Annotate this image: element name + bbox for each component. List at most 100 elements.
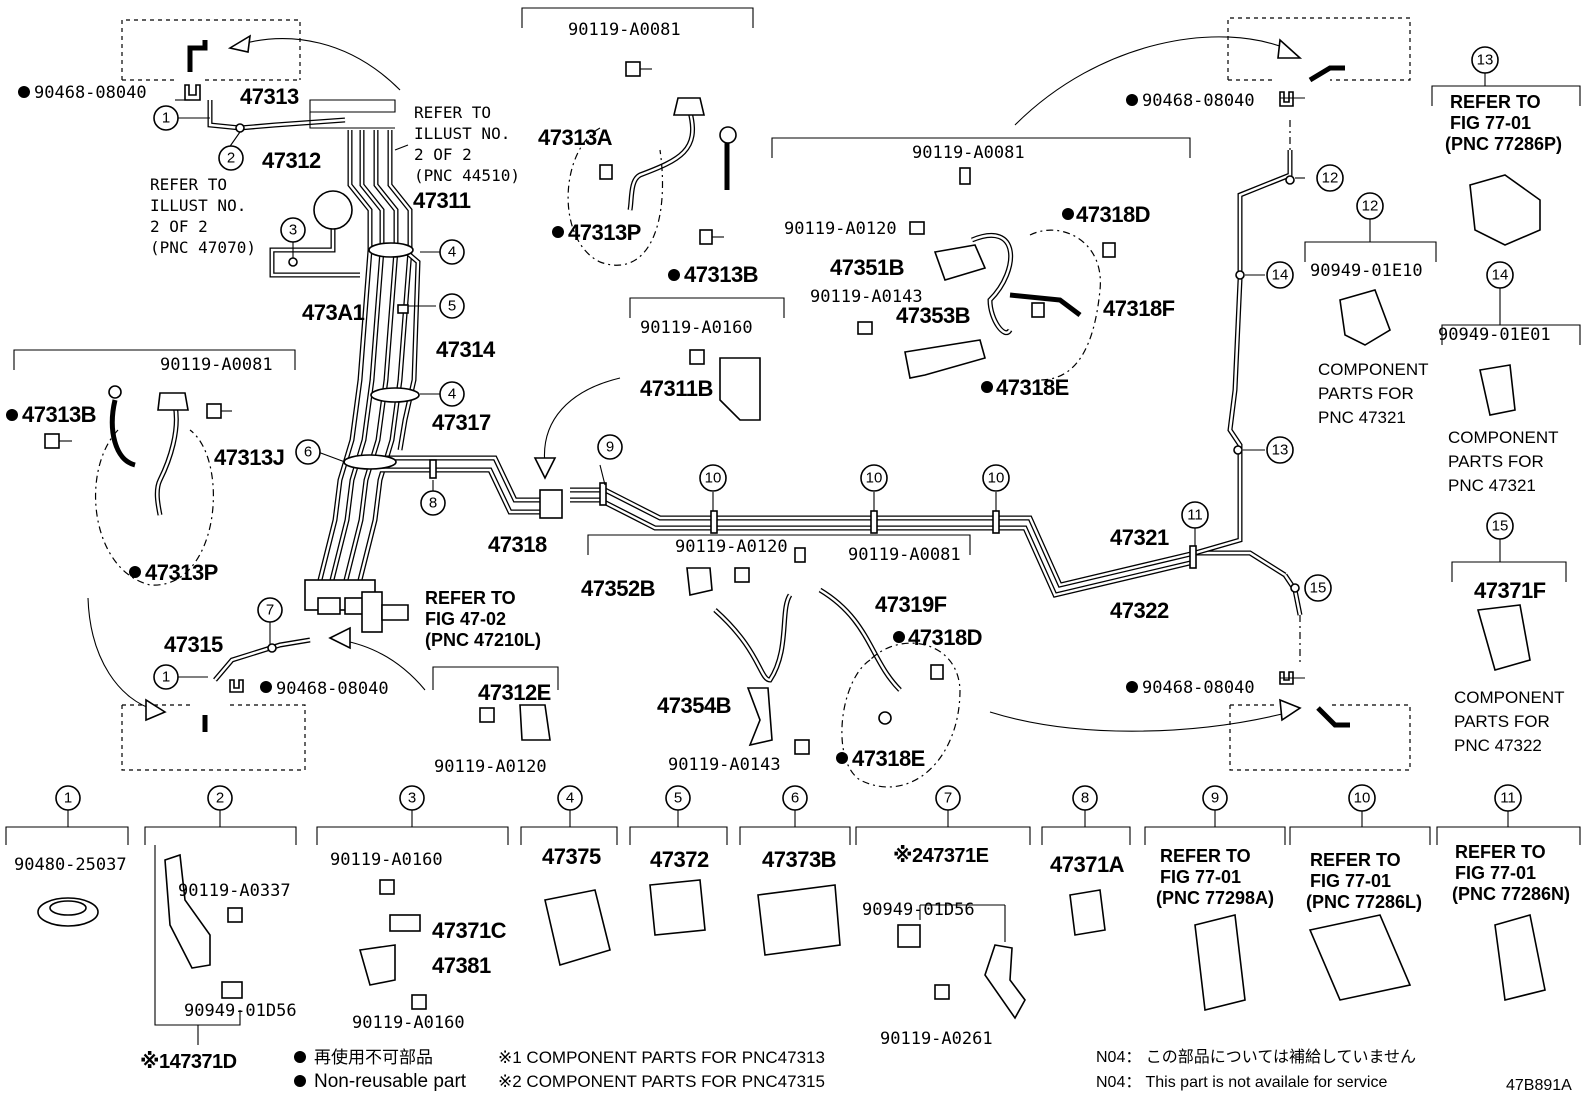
svg-text:90119-A0160: 90119-A0160 xyxy=(352,1013,465,1033)
bracket-47354b-icon xyxy=(746,687,810,755)
svg-text:90119-A0160: 90119-A0160 xyxy=(330,850,443,870)
grommet-icon xyxy=(37,897,99,927)
clamp-47373b-icon xyxy=(757,884,841,956)
svg-text:4: 4 xyxy=(448,244,456,261)
svg-text:PNC 47321: PNC 47321 xyxy=(1448,476,1536,495)
svg-text:90468-08040: 90468-08040 xyxy=(34,83,147,103)
label-47313P-left: 47313P xyxy=(145,560,218,585)
svg-text:90119-A0337: 90119-A0337 xyxy=(178,881,291,901)
label-47375: 47375 xyxy=(542,844,601,869)
callout-10: 10 xyxy=(982,464,1010,492)
svg-text:90119-A0081: 90119-A0081 xyxy=(160,355,273,375)
label-47312E: 47312E xyxy=(478,680,551,705)
label-47313J: 47313J xyxy=(214,445,284,470)
callout-15: 15 xyxy=(1486,512,1514,540)
label-47315: 47315 xyxy=(164,632,223,657)
callout-11: 11 xyxy=(1181,501,1209,529)
clip-47322-icon xyxy=(1476,604,1531,671)
clamp-77286n-icon xyxy=(1494,913,1546,1001)
bolts-and-brackets xyxy=(44,61,1116,755)
svg-text:13: 13 xyxy=(1477,52,1494,69)
legend-nonreusable-jp: 再使用不可部品 xyxy=(314,1047,433,1067)
bottom-parts xyxy=(37,853,1546,1020)
svg-text:90119-A0120: 90119-A0120 xyxy=(784,219,897,239)
svg-text:9: 9 xyxy=(1211,790,1219,807)
svg-text:1: 1 xyxy=(162,669,170,686)
label-47352B: 47352B xyxy=(581,576,655,601)
svg-text:(PNC 77298A): (PNC 77298A) xyxy=(1156,888,1274,908)
svg-text:90949-01E10: 90949-01E10 xyxy=(1310,261,1423,281)
svg-text:REFER TO: REFER TO xyxy=(425,588,516,608)
label-47317: 47317 xyxy=(432,410,491,435)
right-clips xyxy=(1339,174,1541,671)
label-47371C: 47371C xyxy=(432,918,507,943)
svg-text:6: 6 xyxy=(791,790,799,807)
callout-10: 10 xyxy=(860,464,888,492)
svg-text:10: 10 xyxy=(866,470,883,487)
svg-text:1: 1 xyxy=(64,790,72,807)
svg-text:(PNC 77286N): (PNC 77286N) xyxy=(1452,884,1570,904)
legend-n04-jp: N04： この部品については補給していません xyxy=(1096,1048,1416,1066)
callout-8: 8 xyxy=(1072,785,1098,811)
callout-10: 10 xyxy=(699,464,727,492)
svg-text:COMPONENT: COMPONENT xyxy=(1318,360,1429,379)
svg-text:12: 12 xyxy=(1322,170,1339,187)
label-47318E-top: 47318E xyxy=(996,375,1069,400)
callout-9: 9 xyxy=(597,434,623,460)
callout-7: 7 xyxy=(935,785,961,811)
svg-text:PARTS FOR: PARTS FOR xyxy=(1318,384,1414,403)
svg-text:90119-A0081: 90119-A0081 xyxy=(848,545,961,565)
svg-text:PNC 47321: PNC 47321 xyxy=(1318,408,1406,427)
bracket-47312e-icon xyxy=(479,704,551,741)
callout-10: 10 xyxy=(1348,784,1376,812)
callout-1: 1 xyxy=(55,785,81,811)
label-47318D-bot: 47318D xyxy=(908,625,982,650)
svg-text:90119-A0261: 90119-A0261 xyxy=(880,1029,993,1049)
diagram-code: 47B891A xyxy=(1506,1077,1572,1094)
svg-text:COMPONENT: COMPONENT xyxy=(1448,428,1559,447)
brake-pipes xyxy=(207,100,1303,682)
svg-text:90480-25037: 90480-25037 xyxy=(14,855,127,875)
label-473A1: 473A1 xyxy=(302,300,365,325)
label-47321: 47321 xyxy=(1110,525,1169,550)
svg-text:8: 8 xyxy=(429,495,437,512)
clip-47371e-icon xyxy=(897,924,1026,1020)
svg-text:REFER TO: REFER TO xyxy=(1455,842,1546,862)
svg-text:5: 5 xyxy=(674,790,682,807)
svg-text:11: 11 xyxy=(1500,790,1516,807)
svg-text:4: 4 xyxy=(448,386,456,403)
clamp-47372-icon xyxy=(649,879,706,936)
svg-text:FIG 77-01: FIG 77-01 xyxy=(1450,113,1531,133)
brake-hoses xyxy=(94,97,1101,788)
legend-note2: ※2 COMPONENT PARTS FOR PNC47315 xyxy=(498,1072,825,1091)
svg-text:(PNC 77286L): (PNC 77286L) xyxy=(1306,892,1422,912)
bolt-icon xyxy=(625,61,652,77)
svg-text:(PNC 47210L): (PNC 47210L) xyxy=(425,630,541,650)
svg-text:REFER TO: REFER TO xyxy=(1450,92,1541,112)
clip-47321-b-icon xyxy=(1479,364,1516,416)
label-47373B: 47373B xyxy=(762,847,836,872)
svg-text:PARTS FOR: PARTS FOR xyxy=(1448,452,1544,471)
svg-text:PNC 47322: PNC 47322 xyxy=(1454,736,1542,755)
callout-12: 12 xyxy=(1356,192,1384,220)
clip-77286p-icon xyxy=(1469,174,1541,246)
svg-text:2 OF 2: 2 OF 2 xyxy=(150,217,208,236)
svg-text:6: 6 xyxy=(304,444,312,461)
label-47371A: 47371A xyxy=(1050,852,1125,877)
callout-13: 13 xyxy=(1471,46,1499,74)
label-47313B-top: 47313B xyxy=(684,262,758,287)
refer-notes: REFER TO ILLUST NO. 2 OF 2 (PNC 44510) R… xyxy=(150,92,1570,912)
callout-9: 9 xyxy=(1202,785,1228,811)
svg-text:90468-08040: 90468-08040 xyxy=(1142,678,1255,698)
svg-text:10: 10 xyxy=(988,470,1005,487)
label-47313A: 47313A xyxy=(538,125,613,150)
svg-text:15: 15 xyxy=(1492,518,1509,535)
clamp-77286l-icon xyxy=(1308,914,1412,1001)
svg-text:90119-A0120: 90119-A0120 xyxy=(675,537,788,557)
callout-5: 5 xyxy=(439,293,465,319)
label-47318E-bot: 47318E xyxy=(852,746,925,771)
nonreusable-dots xyxy=(6,86,1138,1087)
label-47351B: 47351B xyxy=(830,255,904,280)
bracket-47351b-icon xyxy=(857,167,987,335)
callout-12: 12 xyxy=(1316,164,1344,192)
